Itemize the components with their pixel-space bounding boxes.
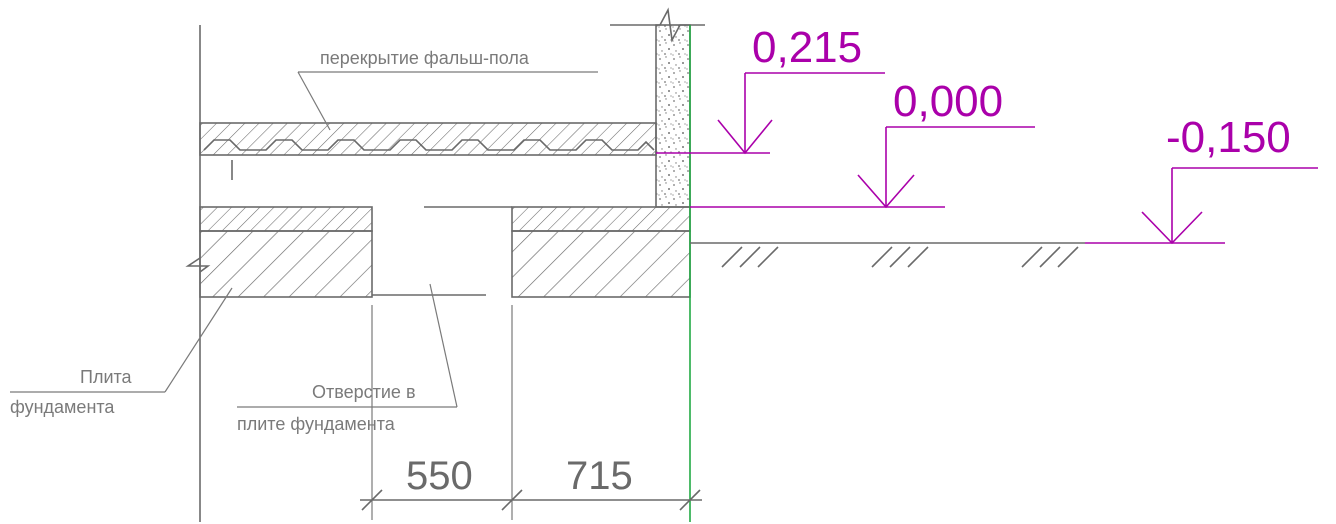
slab-label-line2: фундамента: [10, 397, 115, 417]
dimension-edge: 715: [566, 454, 633, 498]
level-ground-text: -0,150: [1166, 113, 1291, 162]
level-top-text: 0,215: [752, 23, 862, 72]
dimension-opening: 550: [406, 454, 473, 498]
level-mark-zero: 0,000: [690, 77, 1035, 209]
false-floor-slab: [199, 122, 657, 180]
slab-label-line1: Плита: [80, 367, 133, 387]
level-mark-ground: -0,150: [1085, 113, 1318, 245]
floor-slab: [199, 206, 691, 232]
level-zero-text: 0,000: [893, 77, 1003, 126]
dimension-chain: 550 715: [360, 305, 702, 520]
foundation-slab: [185, 230, 691, 298]
false-floor-leader: перекрытие фальш-пола: [297, 48, 598, 131]
opening-label-line2: плите фундамента: [237, 414, 396, 434]
ground-line: [690, 242, 1085, 268]
opening-leader: Отверстие в плите фундамента: [237, 283, 458, 434]
wall: [610, 7, 705, 522]
level-mark-top: 0,215: [656, 23, 885, 155]
foundation-slab-leader: Плита фундамента: [10, 287, 233, 417]
false-floor-label: перекрытие фальш-пола: [320, 48, 530, 68]
opening-label-line1: Отверстие в: [312, 382, 416, 402]
